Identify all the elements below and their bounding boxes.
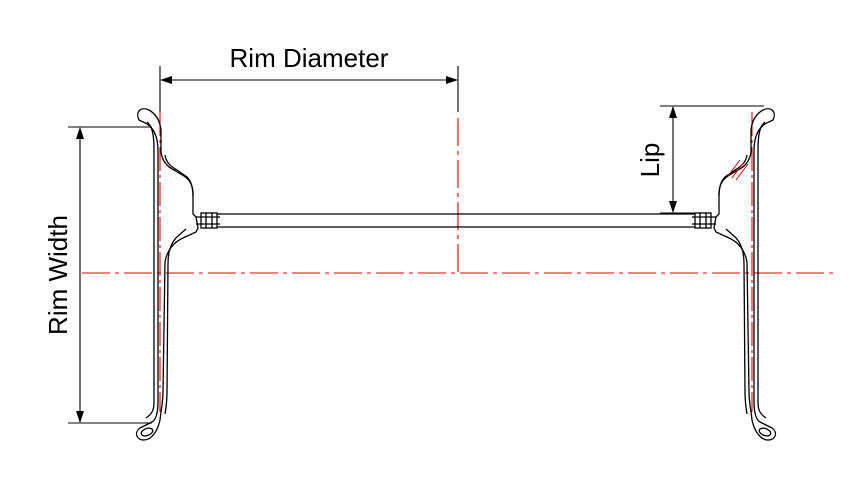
lip-label: Lip bbox=[635, 143, 665, 178]
rim-diameter-label: Rim Diameter bbox=[230, 43, 389, 73]
right-rim-profile bbox=[692, 108, 777, 441]
rim-width-dimension bbox=[68, 126, 152, 424]
right-flange-hatch bbox=[727, 159, 749, 181]
rim-diameter-dimension bbox=[159, 66, 459, 112]
axle-bar bbox=[217, 213, 695, 228]
centerlines bbox=[82, 112, 834, 412]
rim-width-label: Rim Width bbox=[43, 215, 73, 335]
lip-dimension bbox=[660, 105, 764, 214]
left-rim-profile bbox=[135, 108, 220, 441]
